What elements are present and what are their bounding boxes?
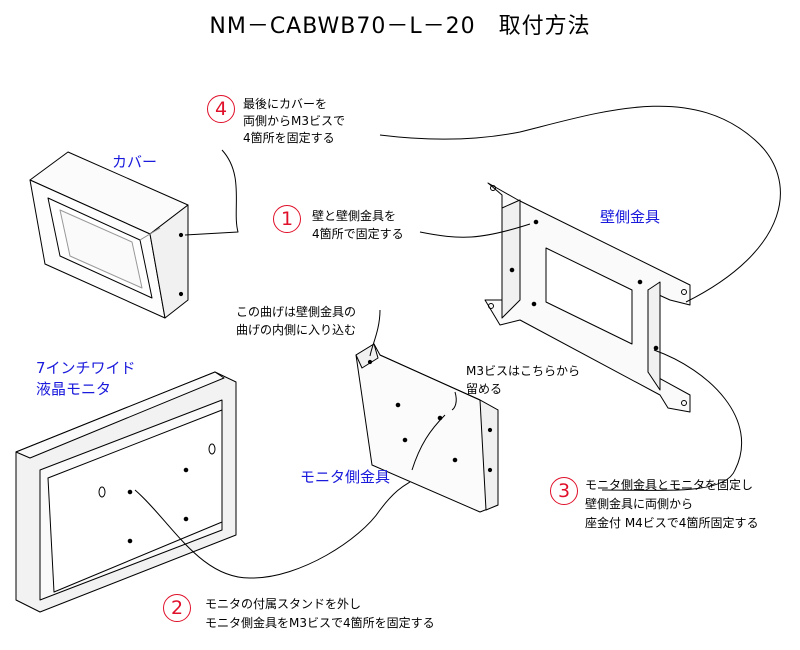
step-2-line2: モニタ側金具をM3ビスで4箇所を固定する — [205, 616, 435, 630]
cover-drawing — [29, 151, 189, 319]
wall-bracket-drawing — [484, 182, 691, 413]
step-1-line1: 壁と壁側金具を — [312, 209, 397, 223]
leader-lines — [134, 105, 781, 579]
monitor-label-line1: 7インチワイド — [36, 359, 136, 377]
step-2-line1: モニタの付属スタンドを外し — [205, 597, 362, 611]
step-4-line3: 4箇所を固定する — [243, 131, 335, 145]
monitor-drawing — [15, 371, 237, 613]
bend-note-line2: 曲げの内側に入り込む — [236, 323, 357, 337]
step-4-line1: 最後にカバーを — [243, 97, 328, 111]
monitor-label-line2: 液晶モニタ — [36, 380, 112, 398]
step-number-4: 4 — [207, 95, 235, 123]
monitor-bracket-drawing — [355, 343, 499, 513]
monitor-bracket-label: モニタ側金具 — [300, 468, 391, 486]
cover-label: カバー — [112, 153, 158, 171]
step-4-line2: 両側からM3ビスで — [243, 114, 345, 128]
step-number-1: 1 — [273, 205, 301, 233]
step-3-line3: 座金付 M4ビスで4箇所固定する — [585, 516, 759, 530]
bend-note-line1: この曲げは壁側金具の — [236, 305, 357, 319]
step-3-line1: モニタ側金具とモニタを固定し — [585, 478, 754, 492]
page-title: NM－CABWB70－L－20 取付方法 — [209, 14, 591, 39]
screw-note-line1: M3ビスはこちらから — [466, 364, 580, 378]
screw-note-line2: 留める — [466, 382, 503, 396]
step-1-line2: 4箇所で固定する — [312, 227, 404, 241]
step-number-3: 3 — [550, 477, 578, 505]
step-3-line2: 壁側金具に両側から — [585, 497, 694, 511]
wall-bracket-label: 壁側金具 — [600, 208, 661, 226]
step-number-2: 2 — [163, 594, 191, 622]
